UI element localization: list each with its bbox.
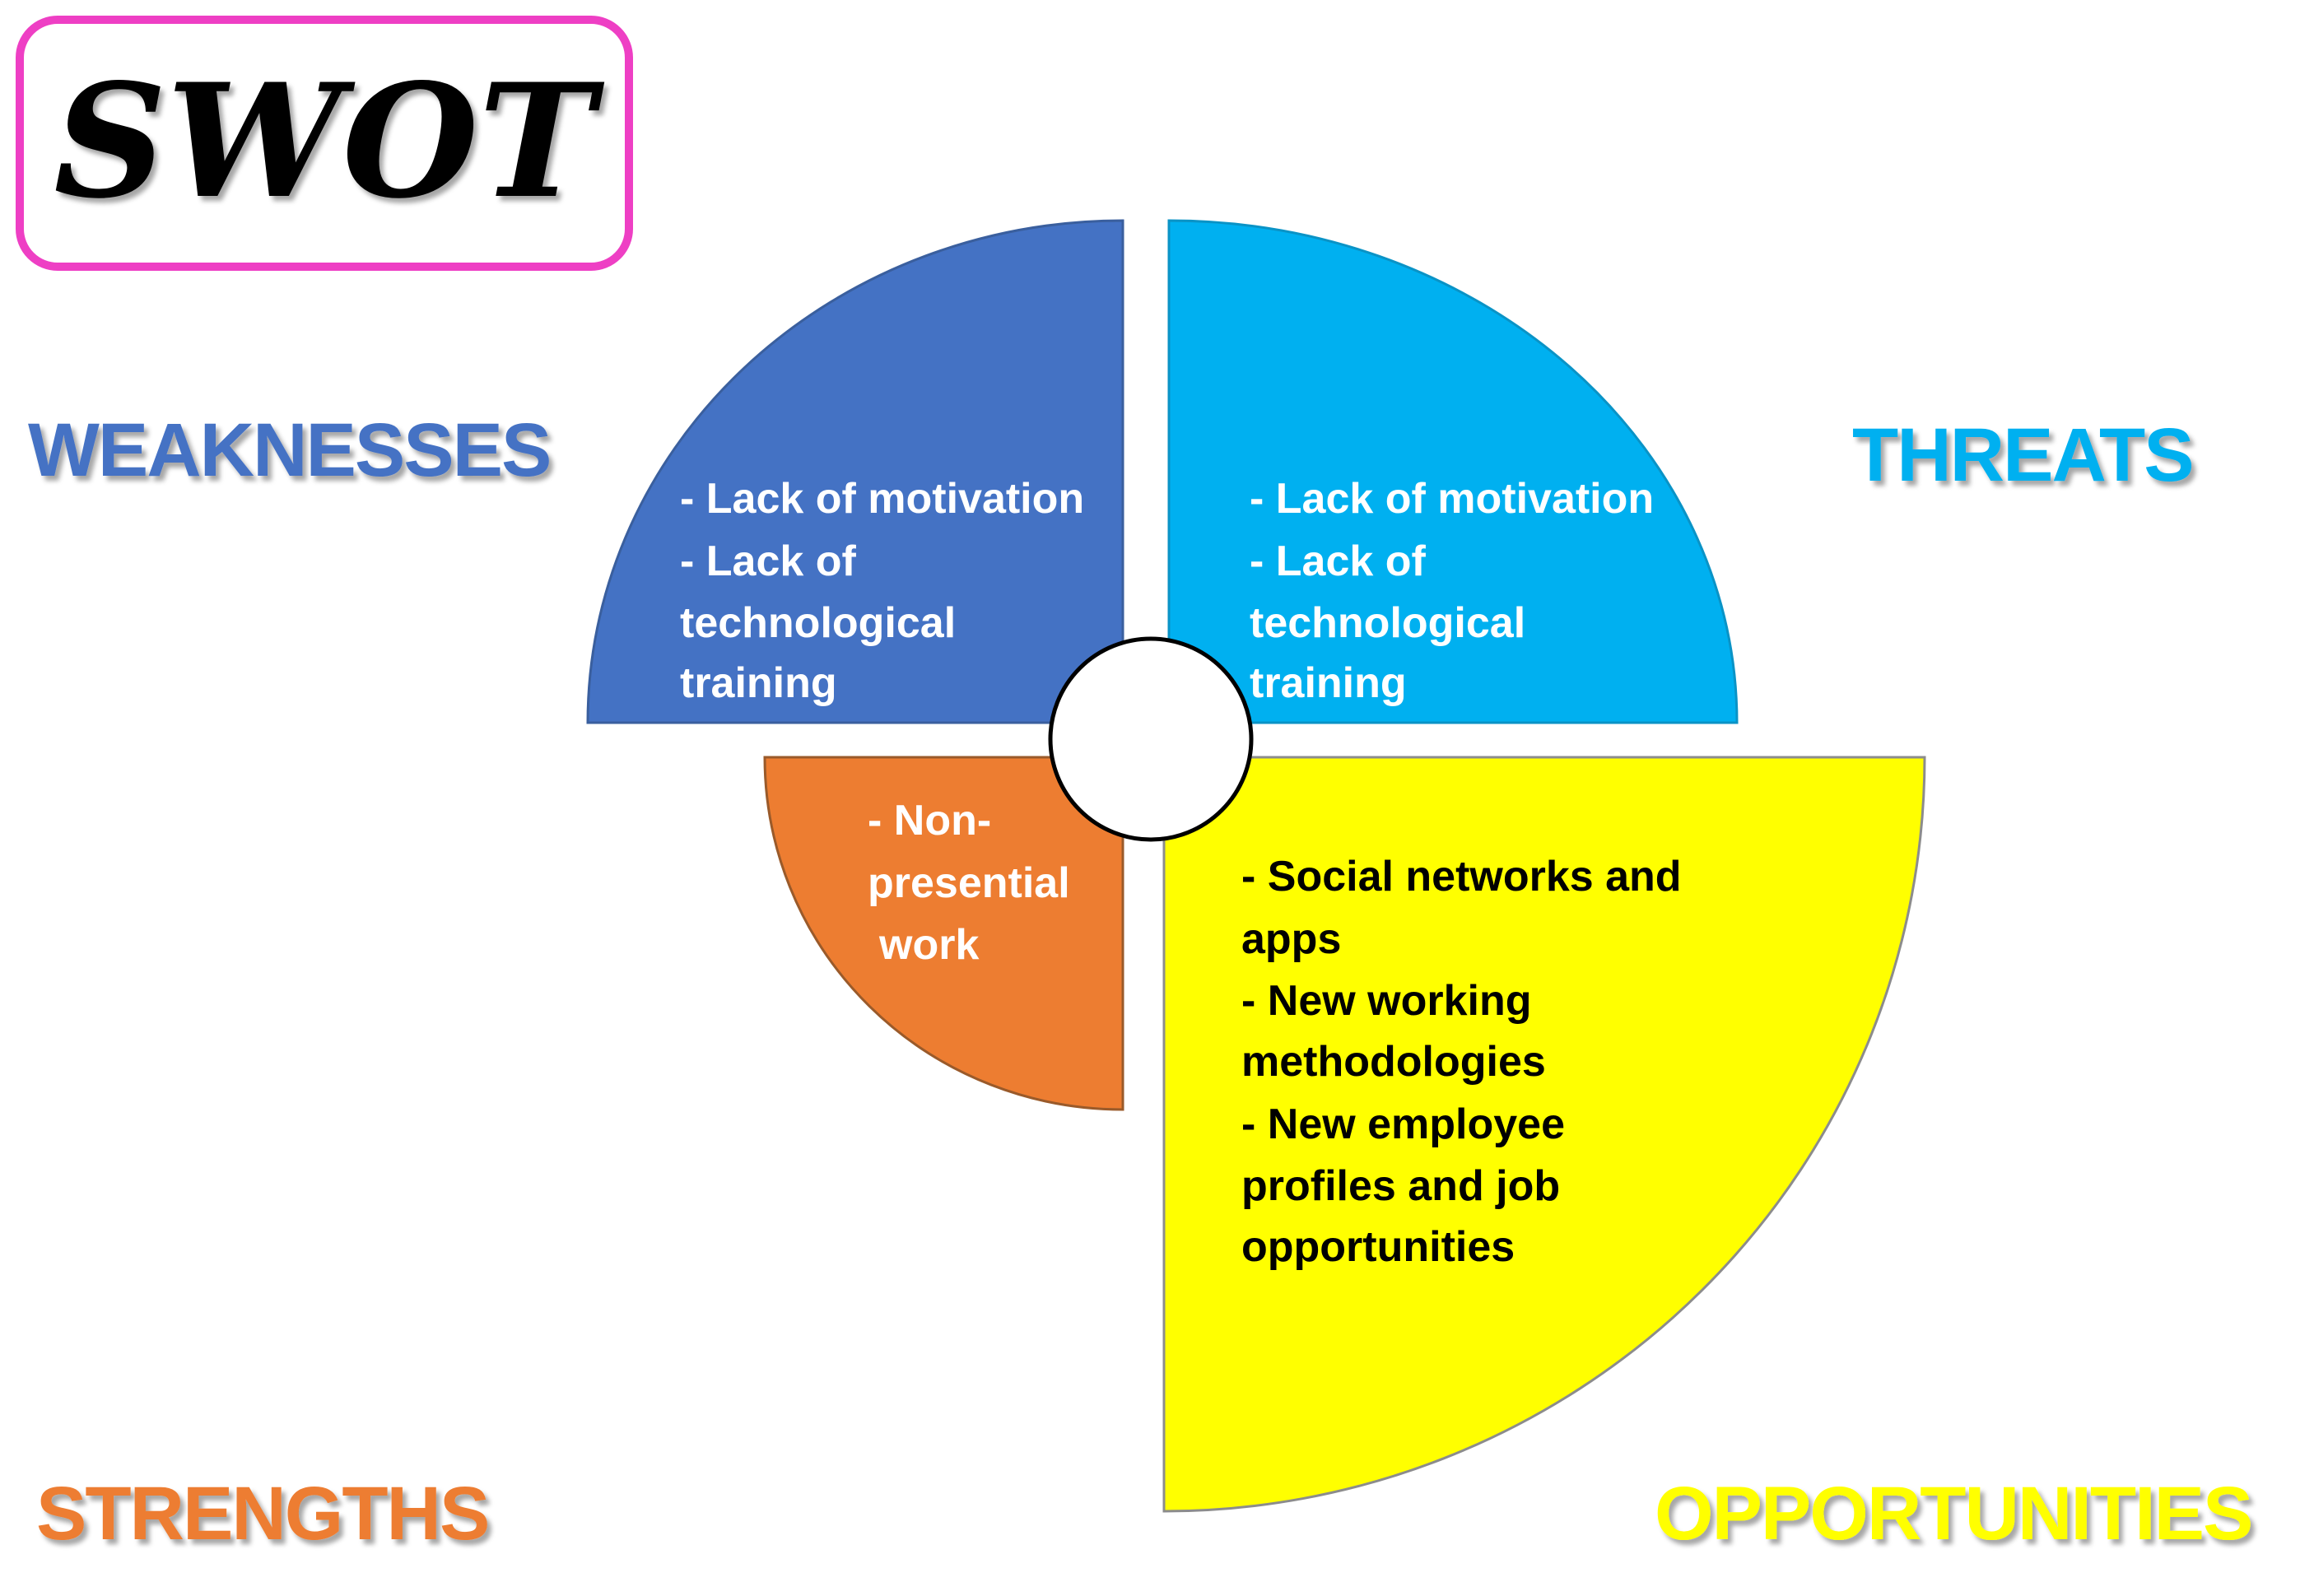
strengths-line-1: - Non- bbox=[868, 797, 991, 845]
threats-line-2: - Lack of bbox=[1250, 537, 1426, 585]
threats-text: - Lack of motivation - Lack of technolog… bbox=[1250, 475, 1666, 707]
weaknesses-line-3: technological bbox=[680, 599, 956, 647]
threats-line-1: - Lack of motivation bbox=[1250, 475, 1654, 523]
quadrant-threats bbox=[1167, 219, 1739, 724]
strengths-line-2: presential bbox=[868, 859, 1070, 907]
weaknesses-line-4: training bbox=[680, 659, 837, 707]
quadrant-strengths bbox=[763, 756, 1124, 1111]
weaknesses-line-2: - Lack of bbox=[680, 537, 856, 585]
strengths-line-3: work bbox=[878, 921, 979, 969]
title-text: SWOT bbox=[54, 49, 604, 233]
opportunities-line-6: profiles and job bbox=[1241, 1162, 1560, 1210]
quadrant-opportunities bbox=[1162, 756, 1926, 1513]
opportunities-line-1: - Social networks and bbox=[1241, 853, 1682, 900]
center-circle bbox=[1048, 636, 1254, 842]
opportunities-line-5: - New employee bbox=[1241, 1100, 1565, 1148]
threats-line-4: training bbox=[1250, 659, 1407, 707]
weaknesses-line-1: - Lack of motivation bbox=[680, 475, 1084, 523]
weaknesses-text: - Lack of motivation - Lack of technolog… bbox=[680, 475, 1096, 707]
quadrant-weaknesses bbox=[586, 219, 1124, 724]
opportunities-line-2: apps bbox=[1241, 915, 1341, 963]
label-threats: THREATS bbox=[1852, 413, 2193, 497]
label-opportunities: OPPORTUNITIES bbox=[1655, 1472, 2251, 1556]
opportunities-line-7: opportunities bbox=[1241, 1223, 1515, 1271]
label-strengths: STRENGTHS bbox=[36, 1472, 488, 1556]
label-weaknesses: WEAKNESSES bbox=[28, 408, 550, 492]
threats-line-3: technological bbox=[1250, 599, 1525, 647]
strengths-text: - Non- presential work bbox=[868, 797, 1082, 969]
opportunities-text: - Social networks and apps - New working… bbox=[1241, 853, 1693, 1271]
opportunities-line-3: - New working bbox=[1241, 977, 1531, 1025]
opportunities-line-4: methodologies bbox=[1241, 1038, 1546, 1086]
title-box bbox=[16, 16, 633, 271]
